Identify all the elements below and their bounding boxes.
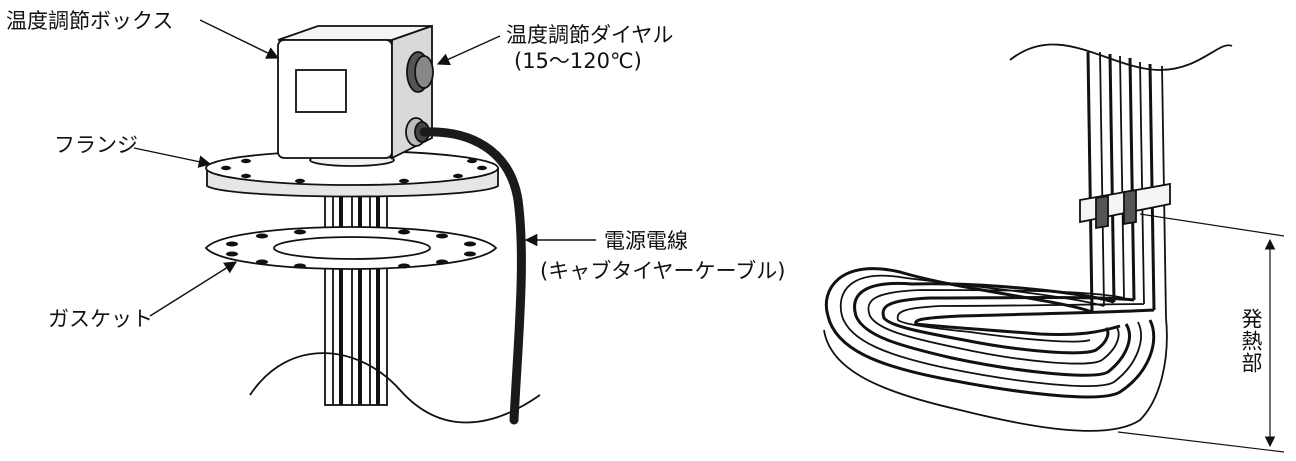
cut-line [249,352,541,424]
label-gasket: ガスケット [48,307,153,331]
display-window [295,69,347,113]
gasket [204,226,498,270]
leader-lines-left [133,19,596,317]
label-control-box: 温度調節ボックス [6,9,174,33]
heater-unit-left [204,24,541,425]
coil-loops [823,267,1168,432]
control-box [277,24,434,160]
flange [205,150,499,198]
label-dial: 温度調節ダイヤル [506,23,674,47]
dimension-heating-section [1117,213,1285,453]
power-cable [419,127,526,425]
clamp [1079,182,1171,230]
heater-coil-right [823,43,1233,432]
dial-knob [406,51,434,93]
label-flange: フランジ [54,133,138,157]
vertical-pipes [1086,51,1167,319]
label-cable: 電源電線 [604,229,688,253]
label-dial-range: (15〜120℃) [514,49,642,73]
label-cable-type: (キャブタイヤーケーブル) [540,259,786,283]
label-heating-section: 発熱部 [1239,308,1263,374]
